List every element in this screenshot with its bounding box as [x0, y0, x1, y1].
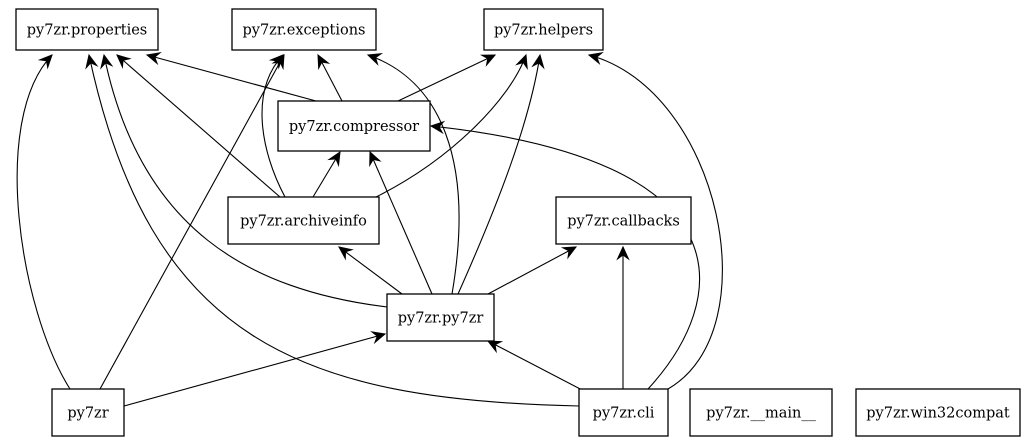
node-label: py7zr.win32compat [866, 406, 1010, 422]
edge-line [146, 54, 317, 102]
arrowhead-icon [317, 53, 331, 71]
node-box [555, 196, 692, 245]
arrowhead-icon [338, 246, 354, 261]
edge-py7zr_mod-to-callbacks [487, 246, 578, 295]
arrowhead-icon [560, 246, 578, 260]
edge-line [397, 54, 496, 102]
node-exceptions: py7zr.exceptions [231, 8, 377, 51]
node-label: py7zr.__main__ [706, 406, 816, 422]
node-py7zr: py7zr [51, 388, 125, 437]
edge-compressor-to-exceptions [317, 53, 343, 102]
node-box [689, 388, 833, 437]
arrowhead-icon [370, 331, 387, 345]
node-win32compat: py7zr.win32compat [855, 388, 1021, 437]
nodes-layer: py7zr.properties py7zr.exceptions py7zr.he… [15, 8, 1021, 437]
edge-line [88, 54, 580, 407]
arrowhead-icon [486, 340, 504, 354]
edge-compressor-to-properties [145, 52, 317, 102]
edge-line [588, 54, 723, 390]
edge-cli-to-helpers [587, 51, 723, 390]
edge-py7zr_mod-to-properties [100, 53, 388, 308]
node-cli: py7zr.cli [578, 388, 669, 437]
node-box [227, 196, 380, 245]
edge-line [312, 151, 341, 198]
edge-archiveinfo-to-properties [116, 54, 281, 198]
edge-py7zr_mod-to-exceptions [366, 53, 460, 295]
arrowhead-icon [366, 53, 383, 66]
arrowhead-icon [100, 53, 114, 70]
arrowhead-icon [116, 54, 132, 69]
node-box [277, 100, 431, 152]
edge-line [430, 125, 701, 390]
edge-cli-to-compressor [429, 120, 701, 390]
arrowhead-icon [479, 54, 497, 67]
node-py7zr_mod: py7zr.py7zr [386, 293, 495, 342]
node-box [15, 8, 159, 51]
node-helpers: py7zr.helpers [483, 8, 604, 51]
edge-line [457, 54, 541, 295]
arrowhead-icon [587, 51, 604, 66]
edge-line [16, 54, 71, 390]
arrowhead-icon [429, 120, 446, 135]
edge-line [367, 54, 460, 295]
arrowhead-icon [531, 53, 545, 70]
node-label: py7zr.py7zr [398, 311, 484, 327]
edge-cli-to-properties [85, 53, 580, 407]
node-label: py7zr.properties [27, 23, 148, 39]
node-main: py7zr.__main__ [689, 388, 833, 437]
edge-py7zr-to-py7zr_mod [123, 331, 387, 407]
edge-line [375, 54, 527, 198]
node-label: py7zr [67, 406, 108, 422]
edge-archiveinfo-to-helpers [375, 53, 528, 198]
arrowhead-icon [616, 245, 630, 261]
arrowhead-icon [327, 150, 341, 168]
edge-py7zr_mod-to-helpers [457, 53, 545, 295]
node-label: py7zr.exceptions [242, 23, 365, 39]
node-archiveinfo: py7zr.archiveinfo [227, 196, 380, 245]
node-box [386, 293, 495, 342]
arrowhead-icon [37, 54, 53, 70]
arrowhead-icon [515, 53, 528, 71]
edge-cli-to-callbacks [616, 245, 630, 389]
node-label: py7zr.helpers [494, 23, 593, 39]
edge-line [338, 246, 403, 295]
node-box [483, 8, 604, 51]
arrowhead-icon [85, 53, 99, 70]
arrowhead-icon [369, 150, 382, 168]
edge-line [99, 54, 285, 390]
node-callbacks: py7zr.callbacks [555, 196, 692, 245]
edge-archiveinfo-to-compressor [312, 150, 341, 198]
node-label: py7zr.cli [593, 406, 655, 422]
node-label: py7zr.callbacks [567, 214, 680, 230]
edge-line [103, 54, 388, 308]
edge-py7zr_mod-to-compressor [369, 150, 433, 295]
node-box [578, 388, 669, 437]
node-label: py7zr.compressor [289, 119, 419, 135]
edge-cli-to-py7zr_mod [486, 340, 587, 393]
edge-line [261, 54, 286, 198]
node-properties: py7zr.properties [15, 8, 159, 51]
edge-line [487, 340, 587, 393]
edge-line [369, 151, 433, 295]
node-box [855, 388, 1021, 437]
edge-line [317, 54, 343, 102]
arrowhead-icon [271, 53, 285, 71]
node-box [231, 8, 377, 51]
edge-py7zr_mod-to-archiveinfo [338, 246, 403, 295]
edge-compressor-to-helpers [397, 54, 497, 102]
edge-line [123, 333, 386, 407]
edge-py7zr-to-exceptions [99, 53, 285, 390]
edge-line [487, 246, 577, 295]
node-label: py7zr.archiveinfo [240, 214, 367, 230]
edge-line [116, 54, 281, 198]
arrowhead-icon [145, 52, 162, 66]
edge-py7zr-to-properties [16, 54, 71, 390]
node-box [51, 388, 125, 437]
node-compressor: py7zr.compressor [277, 100, 431, 152]
